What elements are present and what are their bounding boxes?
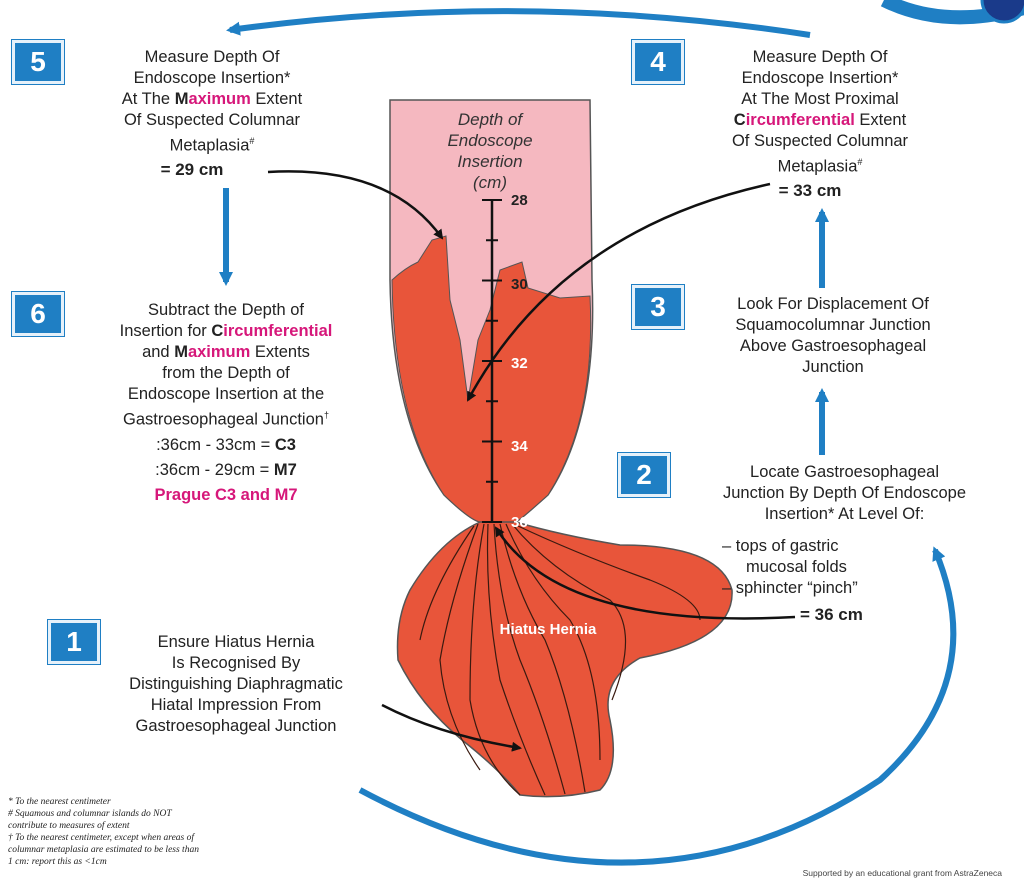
step-6-line-3-pink: aximum	[188, 343, 250, 361]
step-6-line-3: and Maximum Extents	[66, 342, 386, 363]
step-5-line-3: At The Maximum Extent	[62, 89, 362, 110]
hiatus-hernia-stomach	[398, 522, 733, 797]
step-3-text: Look For Displacement Of Squamocolumnar …	[688, 294, 978, 378]
step-4-line-4: Circumferential Extent	[680, 110, 960, 131]
step-4-line-5: Of Suspected Columnar	[680, 131, 960, 152]
step-4-line-6-text: Metaplasia	[778, 158, 858, 176]
step-6-calc-2: :36cm - 29cm = M7	[66, 460, 386, 481]
step-6-footnote-mark: †	[324, 410, 329, 420]
step-4-line-4-rest: Extent	[855, 111, 906, 129]
step-5-text: Measure Depth Of Endoscope Insertion* At…	[62, 47, 362, 180]
step-6-calc-1-text: :36cm - 33cm =	[156, 436, 275, 454]
step-4-value: = 33 cm	[660, 180, 960, 201]
step-4-line-4-em: C	[734, 111, 746, 129]
step-6-line-5: Endoscope Insertion at the	[66, 384, 386, 405]
support-credit: Supported by an educational grant from A…	[803, 868, 1002, 878]
step-3-line-4: Junction	[688, 357, 978, 378]
tick-label-36: 36	[511, 514, 528, 531]
step-2-value: = 36 cm	[800, 604, 900, 625]
step-6-line-6-text: Gastroesophageal Junction	[123, 411, 324, 429]
step-5-line-4: Of Suspected Columnar	[62, 110, 362, 131]
step-4-badge: 4	[632, 40, 684, 84]
tick-label-32: 32	[511, 355, 528, 372]
axis-title-line-2: Endoscope	[447, 131, 532, 150]
step-4-text: Measure Depth Of Endoscope Insertion* At…	[680, 47, 960, 201]
footnotes: * To the nearest centimeter # Squamous a…	[8, 796, 408, 868]
step-4-line-4-pink: ircumferential	[746, 111, 855, 129]
step-5-line-2: Endoscope Insertion*	[62, 68, 362, 89]
step-5-line-3-pink: aximum	[188, 90, 250, 108]
step-2-line-2: Junction By Depth Of Endoscope	[672, 483, 1017, 504]
step-5-footnote-mark: #	[249, 136, 254, 146]
step-5-line-3-em: M	[175, 90, 189, 108]
step-5-line-1: Measure Depth Of	[62, 47, 362, 68]
axis-title-line-1: Depth of	[458, 110, 525, 129]
step-4-line-2: Endoscope Insertion*	[680, 68, 960, 89]
step-2-line-1: Locate Gastroesophageal	[672, 462, 1017, 483]
step-6-line-6: Gastroesophageal Junction†	[66, 405, 386, 431]
step-2-bullet-1-cont: mucosal folds	[722, 557, 952, 578]
step-6-result: Prague C3 and M7	[66, 485, 386, 506]
step-2-bullet-2: – sphincter “pinch”	[722, 578, 952, 599]
step-3-line-2: Squamocolumnar Junction	[688, 315, 978, 336]
tick-label-28: 28	[511, 192, 528, 209]
step-3-badge: 3	[632, 285, 684, 329]
step-1-line-2: Is Recognised By	[86, 653, 386, 674]
footnote-3: † To the nearest centimeter, except when…	[8, 832, 408, 844]
step-3-line-1: Look For Displacement Of	[688, 294, 978, 315]
step-6-line-3-pre: and	[142, 343, 174, 361]
step-6-calc-2-text: :36cm - 29cm =	[155, 461, 274, 479]
step-6-line-1: Subtract the Depth of	[66, 300, 386, 321]
tick-label-30: 30	[511, 276, 528, 293]
tick-label-34: 34	[511, 438, 528, 455]
step-4-footnote-mark: #	[857, 157, 862, 167]
hiatus-hernia-label: Hiatus Hernia	[500, 621, 597, 638]
step-6-calc-1-result: C3	[275, 436, 296, 454]
axis-title-line-4: (cm)	[473, 173, 507, 192]
step-2-bullets: – tops of gastric mucosal folds – sphinc…	[722, 536, 952, 599]
step-4-line-6: Metaplasia#	[680, 152, 960, 178]
step-6-calc-2-result: M7	[274, 461, 297, 479]
footnote-1: * To the nearest centimeter	[8, 796, 408, 808]
step-5-line-5-text: Metaplasia	[170, 137, 250, 155]
working-group-logo	[854, 0, 1024, 40]
step-5-value: = 29 cm	[22, 159, 362, 180]
step-2-line-3: Insertion* At Level Of:	[672, 504, 1017, 525]
step-5-line-5: Metaplasia#	[62, 131, 362, 157]
step-5-badge: 5	[12, 40, 64, 84]
step-6-badge: 6	[12, 292, 64, 336]
step-1-text: Ensure Hiatus Hernia Is Recognised By Di…	[86, 632, 386, 737]
step-6-line-2-em: C	[211, 322, 223, 340]
step-6-line-3-rest: Extents	[250, 343, 310, 361]
footnote-2-cont: contribute to measures of extent	[8, 820, 408, 832]
cycle-arrow-top	[230, 11, 810, 35]
step-2-text: Locate Gastroesophageal Junction By Dept…	[672, 462, 1017, 525]
step-6-calc-1: :36cm - 33cm = C3	[66, 435, 386, 456]
step-4-line-3: At The Most Proximal	[680, 89, 960, 110]
footnote-3-cont-2: 1 cm: report this as <1cm	[8, 856, 408, 868]
step-2-badge: 2	[618, 453, 670, 497]
step-6-line-2-pink: ircumferential	[223, 322, 332, 340]
step-3-line-3: Above Gastroesophageal	[688, 336, 978, 357]
step-2-bullet-1: – tops of gastric	[722, 536, 952, 557]
axis-title-line-3: Insertion	[457, 152, 522, 171]
step-6-line-4: from the Depth of	[66, 363, 386, 384]
footnote-3-cont: columnar metaplasia are estimated to be …	[8, 844, 408, 856]
step-5-line-3-rest: Extent	[251, 90, 302, 108]
step-4-line-1: Measure Depth Of	[680, 47, 960, 68]
step-1-line-1: Ensure Hiatus Hernia	[86, 632, 386, 653]
step-5-line-3-pre: At The	[122, 90, 175, 108]
step-6-line-2-pre: Insertion for	[120, 322, 212, 340]
step-1-line-3: Distinguishing Diaphragmatic	[86, 674, 386, 695]
step-6-line-2: Insertion for Circumferential	[66, 321, 386, 342]
step-6-line-3-em: M	[174, 343, 188, 361]
step-1-line-4: Hiatal Impression From	[86, 695, 386, 716]
footnote-2: # Squamous and columnar islands do NOT	[8, 808, 408, 820]
step-1-line-5: Gastroesophageal Junction	[86, 716, 386, 737]
step-6-text: Subtract the Depth of Insertion for Circ…	[66, 300, 386, 506]
